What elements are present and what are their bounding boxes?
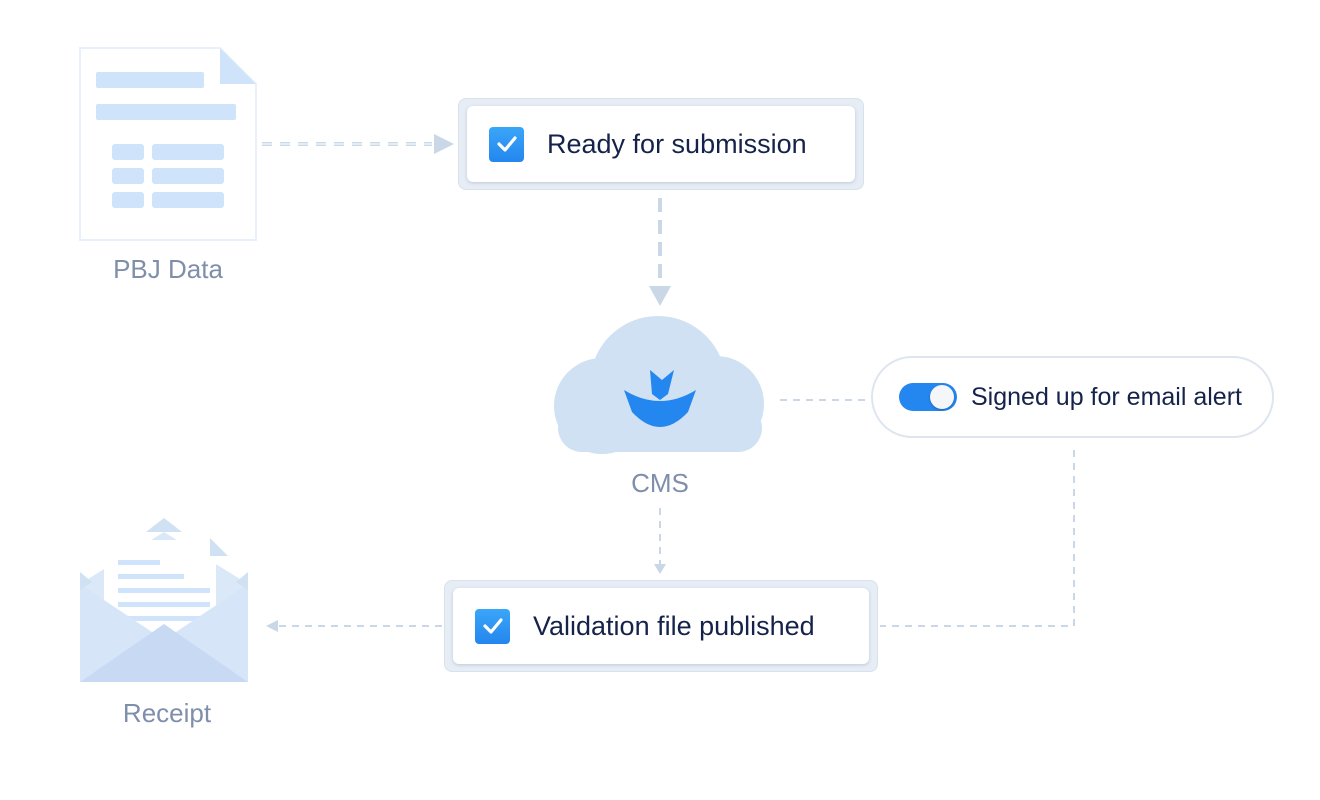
connector-alert-to-published (880, 450, 1075, 627)
receipt-label: Receipt (122, 698, 212, 728)
connector-cms-to-published (654, 508, 666, 574)
ready-for-submission-text: Ready for submission (547, 128, 807, 159)
source-label: PBJ Data (113, 254, 223, 284)
email-alert-text: Signed up for email alert (971, 382, 1242, 411)
connector-source-to-ready (262, 134, 454, 154)
toggle-knob (930, 385, 954, 409)
ready-for-submission-card: Ready for submission (458, 98, 864, 190)
cms-label: CMS (631, 468, 689, 498)
checkbox-checked-icon (475, 608, 510, 644)
connector-published-to-receipt (266, 620, 442, 632)
connector-ready-to-cms (649, 198, 671, 306)
validation-file-published-card: Validation file published (444, 580, 878, 672)
checkbox-checked-icon (489, 126, 524, 162)
email-alert-pill: Signed up for email alert (871, 356, 1274, 438)
cloud-icon (554, 316, 764, 454)
email-alert-toggle[interactable] (899, 383, 957, 411)
envelope-icon (80, 518, 248, 682)
document-icon (79, 47, 257, 241)
validation-file-published-text: Validation file published (533, 610, 815, 641)
